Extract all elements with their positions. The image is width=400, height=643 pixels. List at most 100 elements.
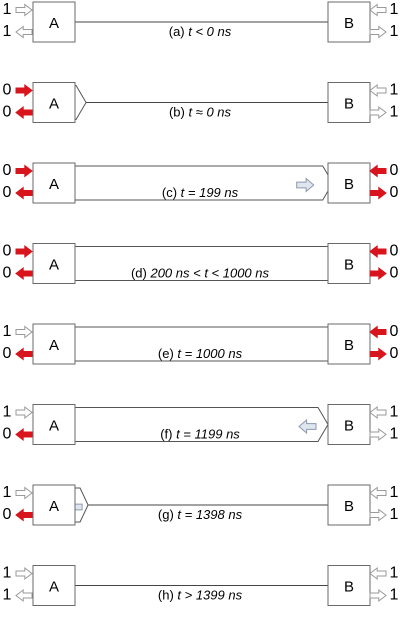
right-input-value: 1 xyxy=(390,484,399,501)
left-input-arrow-icon xyxy=(15,83,33,98)
caption-label: (a) xyxy=(169,24,189,39)
box-a-label: A xyxy=(49,95,59,112)
left-input-value: 0 xyxy=(3,243,12,260)
left-input-value: 1 xyxy=(3,565,12,582)
box-b xyxy=(327,243,371,284)
right-input-value: 1 xyxy=(390,1,399,18)
box-a xyxy=(32,323,76,365)
panel-caption: (c) t = 199 ns xyxy=(162,185,239,200)
box-b xyxy=(327,565,371,606)
left-input-arrow-icon xyxy=(15,566,33,581)
left-output-value: 0 xyxy=(3,345,12,362)
right-input-arrow-icon xyxy=(369,566,387,581)
box-a-label: A xyxy=(49,498,59,515)
box-a xyxy=(32,484,76,526)
caption-label: (e) xyxy=(158,346,178,361)
right-output-arrow-icon xyxy=(369,588,387,603)
wave-front xyxy=(74,85,87,120)
caption-label: (c) xyxy=(162,185,181,200)
box-a-label: A xyxy=(49,256,59,273)
left-input-value: 0 xyxy=(3,162,12,179)
right-output-arrow-icon xyxy=(369,186,387,200)
right-input-arrow-icon xyxy=(369,244,387,259)
right-output-arrow-icon xyxy=(369,347,387,361)
panel-caption: (a) t < 0 ns xyxy=(169,24,232,39)
right-output-arrow-icon xyxy=(369,105,387,120)
left-input-value: 0 xyxy=(3,82,12,99)
right-input-arrow-icon xyxy=(369,3,387,17)
right-output-value: 1 xyxy=(390,506,399,523)
caption-label: (g) xyxy=(158,507,178,522)
panel-caption: (d) 200 ns < t < 1000 ns xyxy=(131,266,270,281)
left-output-arrow-icon xyxy=(15,588,33,603)
left-output-arrow-icon xyxy=(15,186,33,200)
left-input-arrow-icon xyxy=(15,405,33,420)
box-b xyxy=(327,404,371,445)
left-output-arrow-icon xyxy=(15,427,33,442)
left-input-arrow-icon xyxy=(15,486,33,500)
box-b xyxy=(327,82,371,123)
left-input-arrow-icon xyxy=(15,3,33,17)
caption-time: t = 1199 ns xyxy=(176,427,240,442)
panel-caption: (g) t = 1398 ns xyxy=(158,507,243,522)
box-a-label: A xyxy=(49,15,59,32)
left-output-value: 0 xyxy=(3,506,12,523)
caption-time: t = 199 ns xyxy=(181,185,239,200)
left-input-arrow-icon xyxy=(15,325,33,339)
box-a xyxy=(32,82,76,123)
box-b xyxy=(327,484,371,526)
panel-g: A B 1 0 1 1 (g) t = 1398 ns xyxy=(3,484,399,526)
panel-caption: (h) t > 1399 ns xyxy=(158,588,243,603)
left-output-value: 0 xyxy=(3,265,12,282)
right-input-value: 0 xyxy=(390,323,399,340)
right-output-value: 1 xyxy=(390,426,399,443)
caption-time: t = 1398 ns xyxy=(177,507,242,522)
box-b xyxy=(327,162,371,204)
pulse-arrow-icon xyxy=(296,177,315,193)
pulse-arrow-icon xyxy=(298,418,317,435)
left-output-arrow-icon xyxy=(15,266,33,281)
box-b xyxy=(327,1,371,43)
box-a xyxy=(32,565,76,606)
box-a xyxy=(32,162,76,204)
left-input-arrow-icon xyxy=(15,244,33,259)
caption-label: (b) xyxy=(169,105,189,120)
caption-time: 200 ns < t < 1000 ns xyxy=(149,266,269,281)
left-input-value: 1 xyxy=(3,1,12,18)
box-a-label: A xyxy=(49,337,59,354)
panel-caption: (b) t ≈ 0 ns xyxy=(169,105,232,120)
right-input-arrow-icon xyxy=(369,164,387,178)
caption-label: (h) xyxy=(158,588,178,603)
left-input-value: 1 xyxy=(3,484,12,501)
right-input-value: 1 xyxy=(390,404,399,421)
box-b-label: B xyxy=(344,417,354,434)
box-b-label: B xyxy=(344,498,354,515)
right-output-value: 0 xyxy=(390,265,399,282)
left-input-arrow-icon xyxy=(15,164,33,178)
left-output-value: 0 xyxy=(3,184,12,201)
right-output-arrow-icon xyxy=(369,266,387,281)
right-input-arrow-icon xyxy=(369,405,387,420)
box-b xyxy=(327,323,371,365)
caption-time: t ≈ 0 ns xyxy=(188,105,231,120)
right-input-value: 0 xyxy=(390,243,399,260)
caption-label: (d) xyxy=(131,266,151,281)
caption-time: t > 1399 ns xyxy=(177,588,242,603)
left-output-value: 1 xyxy=(3,587,12,604)
right-input-value: 1 xyxy=(390,82,399,99)
box-b-label: B xyxy=(344,256,354,273)
right-output-arrow-icon xyxy=(369,508,387,522)
panel-caption: (f) t = 1199 ns xyxy=(160,427,240,442)
left-input-value: 1 xyxy=(3,323,12,340)
right-output-value: 0 xyxy=(390,184,399,201)
box-b-label: B xyxy=(344,15,354,32)
right-input-value: 0 xyxy=(390,162,399,179)
right-input-arrow-icon xyxy=(369,83,387,98)
box-a-label: A xyxy=(49,417,59,434)
left-output-arrow-icon xyxy=(15,508,33,522)
